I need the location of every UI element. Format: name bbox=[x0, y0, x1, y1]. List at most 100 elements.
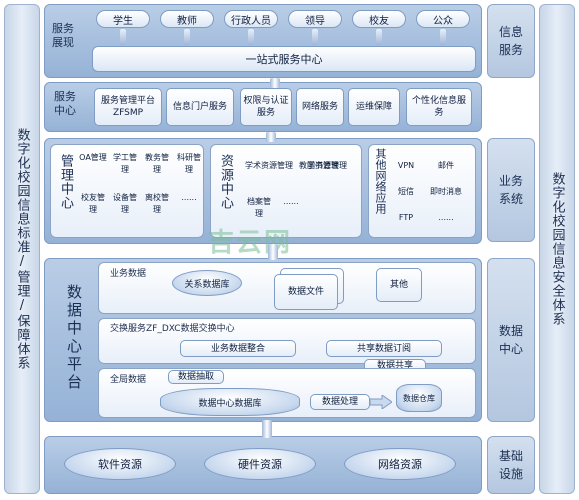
data-warehouse-label: 数据仓库 bbox=[403, 393, 435, 403]
right-security-label: 数字化校园信息安全体系 bbox=[549, 172, 565, 326]
data-sharing-label: 数据共享 bbox=[376, 361, 413, 371]
exchange-label: 交换服务ZF_DXC数据交换中心 bbox=[110, 324, 235, 334]
service-item-5-label: 个性化信息服务 bbox=[411, 96, 466, 118]
audience-5-label: 公众 bbox=[433, 15, 453, 27]
audience-4-label: 校友 bbox=[369, 15, 389, 27]
mgmt-cell-7-label: ...... bbox=[181, 193, 197, 202]
audience-3: 领导 bbox=[288, 10, 342, 28]
infra-2: 网络资源 bbox=[344, 448, 456, 480]
mgmt-cell-3: 科研管理 bbox=[174, 152, 204, 176]
other-cell-4-label: FTP bbox=[398, 213, 414, 222]
resource-center-title: 资源中心 bbox=[218, 154, 233, 210]
relational-db: 关系数据库 bbox=[172, 270, 242, 296]
resource-cell-2: 图书管理 bbox=[298, 160, 348, 172]
business-data-label: 业务数据 bbox=[110, 269, 147, 279]
resource-cell-3: 档案管理 bbox=[244, 196, 274, 220]
layer-arrow-0 bbox=[270, 78, 280, 88]
resource-cell-0-label: 学术资源管理 bbox=[245, 161, 293, 170]
service-item-1: 信息门户服务 bbox=[166, 88, 234, 126]
data-processing: 数据处理 bbox=[310, 394, 370, 410]
service-center-title: 服务中心 bbox=[54, 90, 76, 117]
tag-infrastructure: 基础设施 bbox=[487, 436, 535, 494]
audience-arrow-1 bbox=[184, 29, 190, 45]
mgmt-cell-0: OA管理 bbox=[78, 152, 108, 164]
one-stop-service-center: 一站式服务中心 bbox=[92, 46, 476, 72]
mgmt-cell-1: 学工管理 bbox=[110, 152, 140, 176]
resource-cell-0: 学术资源管理 bbox=[244, 160, 294, 172]
other-cell-1-label: 邮件 bbox=[438, 161, 454, 170]
infra-1-label: 硬件资源 bbox=[238, 458, 282, 471]
mgmt-cell-2-label: 教务管理 bbox=[145, 153, 169, 174]
watermark: 吉云网 bbox=[208, 228, 293, 258]
data-file-label: 数据文件 bbox=[287, 287, 324, 297]
audience-1-label: 教师 bbox=[177, 15, 197, 27]
audience-3-label: 领导 bbox=[305, 15, 325, 27]
tag-info-service: 信息服务 bbox=[487, 4, 535, 78]
data-center-title: 数据中心平台 bbox=[65, 284, 83, 392]
audience-0: 学生 bbox=[96, 10, 150, 28]
tag-business-system-label: 业务系统 bbox=[498, 174, 523, 206]
tag-business-system: 业务系统 bbox=[487, 138, 535, 242]
service-item-3-label: 网络服务 bbox=[301, 102, 338, 112]
audience-0-label: 学生 bbox=[113, 15, 133, 27]
other-apps-title: 其他网络应用 bbox=[374, 148, 387, 214]
audience-arrow-0 bbox=[120, 29, 126, 45]
left-standards-label: 数字化校园信息标准/管理/保障体系 bbox=[14, 128, 30, 370]
resource-cell-4: ...... bbox=[276, 196, 306, 208]
relational-db-label: 关系数据库 bbox=[184, 279, 230, 290]
tag-data-center-label: 数据中心 bbox=[498, 324, 523, 356]
mgmt-cell-1-label: 学工管理 bbox=[113, 153, 137, 174]
audience-arrow-3 bbox=[312, 29, 318, 45]
data-warehouse: 数据仓库 bbox=[396, 384, 442, 412]
service-item-0: 服务管理平台 ZFSMP bbox=[94, 88, 162, 126]
mgmt-cell-6-label: 离校管理 bbox=[145, 193, 169, 214]
mgmt-cell-7: ...... bbox=[174, 192, 204, 204]
service-item-2-label: 权限与认证服务 bbox=[243, 96, 289, 118]
mgmt-cell-2: 教务管理 bbox=[142, 152, 172, 176]
other-cell-5: ...... bbox=[426, 212, 466, 224]
shared-data-subscription: 共享数据订阅 bbox=[326, 340, 442, 357]
layer-arrow-3 bbox=[262, 420, 272, 438]
other-cell-2-label: 短信 bbox=[398, 187, 414, 196]
process-arrow bbox=[370, 395, 392, 409]
other-cell-0-label: VPN bbox=[397, 161, 415, 170]
resource-cell-4-label: ...... bbox=[283, 197, 299, 206]
other-data-label: 其他 bbox=[389, 280, 408, 290]
mgmt-cell-5-label: 设备管理 bbox=[113, 193, 137, 214]
audience-arrow-5 bbox=[440, 29, 446, 45]
service-item-0-label: 服务管理平台 ZFSMP bbox=[100, 96, 155, 118]
audience-2-label: 行政人员 bbox=[231, 15, 271, 27]
management-center-title: 管理中心 bbox=[58, 154, 73, 210]
audience-1: 教师 bbox=[160, 10, 214, 28]
global-data-label: 全局数据 bbox=[110, 375, 147, 385]
data-center-db: 数据中心数据库 bbox=[160, 388, 300, 416]
audience-arrow-4 bbox=[376, 29, 382, 45]
other-data: 其他 bbox=[376, 268, 422, 302]
infra-2-label: 网络资源 bbox=[378, 458, 422, 471]
mgmt-cell-3-label: 科研管理 bbox=[177, 153, 201, 174]
other-cell-3-label: 即时消息 bbox=[430, 187, 462, 196]
other-cell-3: 即时消息 bbox=[426, 186, 466, 198]
audience-arrow-2 bbox=[248, 29, 254, 45]
management-center-panel bbox=[50, 144, 204, 238]
service-item-4: 运维保障 bbox=[348, 88, 400, 126]
mgmt-cell-5: 设备管理 bbox=[110, 192, 140, 216]
service-item-5: 个性化信息服务 bbox=[406, 88, 472, 126]
service-item-2: 权限与认证服务 bbox=[240, 88, 292, 126]
mgmt-cell-4-label: 校友管理 bbox=[81, 193, 105, 214]
mgmt-cell-0-label: OA管理 bbox=[79, 153, 107, 162]
other-cell-1: 邮件 bbox=[426, 160, 466, 172]
layer-arrow-1 bbox=[266, 132, 276, 142]
other-apps-panel bbox=[368, 144, 476, 238]
audience-2: 行政人员 bbox=[224, 10, 278, 28]
resource-center-panel bbox=[210, 144, 362, 238]
resource-cell-1-label: 教学资源管理 bbox=[299, 161, 347, 170]
infra-0: 软件资源 bbox=[64, 448, 176, 480]
resource-cell-2-label: 图书管理 bbox=[307, 161, 339, 170]
audience-5: 公众 bbox=[416, 10, 470, 28]
other-cell-2: 短信 bbox=[394, 186, 418, 198]
service-item-1-label: 信息门户服务 bbox=[172, 102, 227, 112]
service-presentation-title: 服务展现 bbox=[52, 22, 74, 49]
one-stop-service-center-label: 一站式服务中心 bbox=[245, 53, 323, 66]
service-item-3: 网络服务 bbox=[296, 88, 344, 126]
